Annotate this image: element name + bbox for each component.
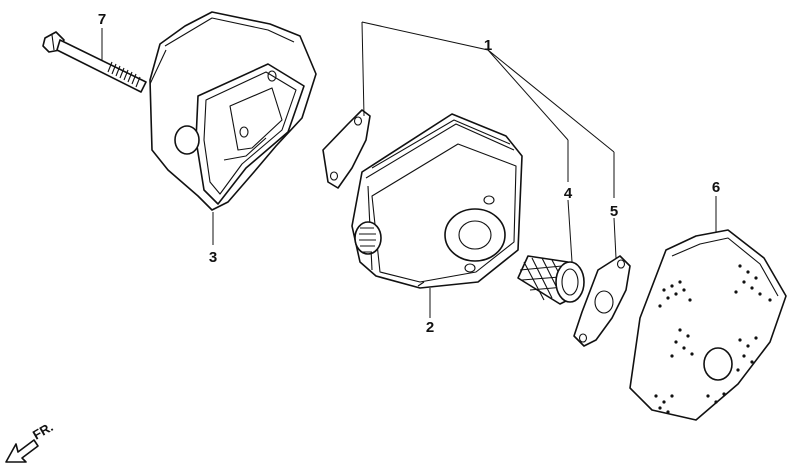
front-label: FR. [30, 419, 56, 442]
front-direction-marker: FR. [5, 419, 56, 463]
callout-6: 6 [712, 179, 720, 196]
part-3-protector [149, 11, 317, 211]
callout-2: 2 [426, 319, 434, 336]
part-5-gasket [573, 255, 631, 347]
callout-4: 4 [564, 185, 573, 202]
front-arrow-icon [5, 439, 39, 463]
part-2-muffler [351, 113, 523, 289]
callout-5: 5 [610, 203, 618, 220]
part-4-spark-arrester [517, 255, 585, 305]
callout-7: 7 [98, 11, 106, 28]
callout-3: 3 [209, 249, 217, 266]
part-6-perforated-plate [629, 229, 787, 421]
leader-lines [101, 21, 717, 318]
part-7-bolt [42, 31, 147, 93]
part-1-gasket [322, 109, 371, 189]
callout-1: 1 [484, 37, 492, 54]
